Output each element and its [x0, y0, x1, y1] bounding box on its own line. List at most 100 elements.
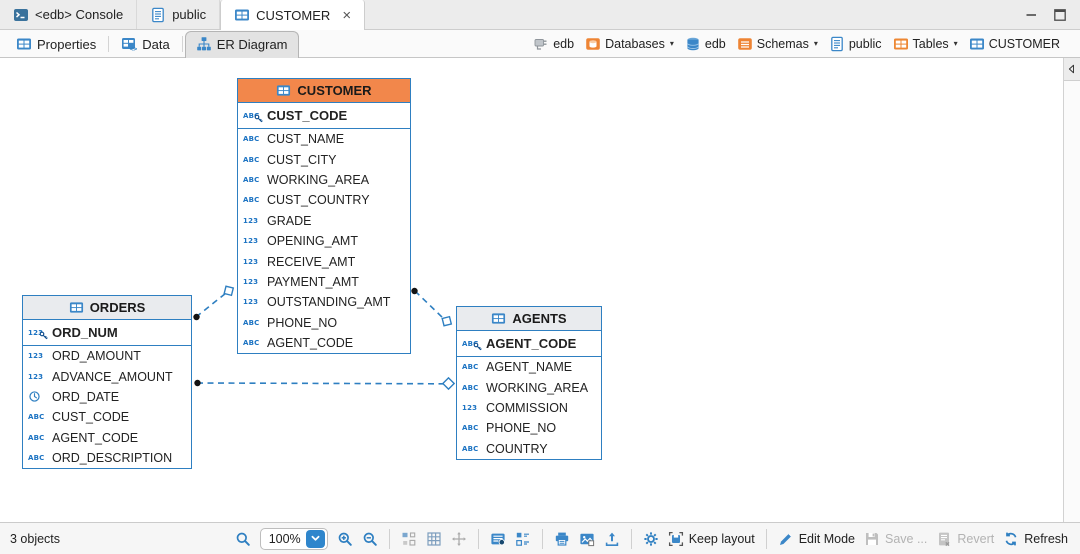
entity-header-orders[interactable]: ORDERS	[23, 296, 191, 320]
close-icon[interactable]: ×	[342, 6, 352, 24]
collapse-palette-button[interactable]	[1064, 58, 1080, 81]
column-type-text-icon: ABC	[28, 433, 45, 442]
table-blue-icon	[969, 36, 985, 52]
refresh-button[interactable]: Refresh	[1003, 531, 1068, 547]
column-type-text-icon: ABC	[243, 196, 260, 205]
zoom-in-icon[interactable]	[337, 531, 353, 547]
breadcrumb-item-edb-0[interactable]: edb	[533, 36, 574, 52]
tab-edb-console[interactable]: <edb> Console	[0, 0, 138, 29]
save-button[interactable]: Save ...	[864, 531, 927, 547]
entity-header-agents[interactable]: AGENTS	[457, 307, 601, 331]
doc-icon	[829, 36, 845, 52]
breadcrumb-item-customer-6[interactable]: CUSTOMER	[969, 36, 1060, 52]
export-image-icon[interactable]	[579, 531, 595, 547]
minimize-icon[interactable]	[1024, 7, 1040, 23]
move-diagram-icon[interactable]	[451, 531, 467, 547]
tab-data[interactable]: <>Data	[111, 32, 179, 57]
tab-public[interactable]: public	[137, 0, 221, 29]
entity-header-customer[interactable]: CUSTOMER	[238, 79, 410, 103]
relation-line	[414, 290, 445, 320]
column-name: ORD_DESCRIPTION	[52, 451, 173, 466]
column-type-number-icon: 123	[243, 237, 259, 246]
keep-layout-label: Keep layout	[688, 531, 755, 546]
column-type-number-icon: 123	[243, 298, 259, 307]
plug-icon	[533, 36, 549, 52]
diagram-toolbar: 100% Keep layout Edit Mode Save ...	[235, 527, 1070, 550]
keep-layout-button[interactable]: Keep layout	[668, 531, 755, 547]
edit-mode-label: Edit Mode	[798, 531, 855, 546]
zoom-level-select[interactable]: 100%	[259, 527, 328, 550]
column-type-number-icon: 123	[243, 257, 259, 266]
column-type-number-icon: 123	[28, 329, 48, 339]
column-type-text-icon: ABC	[243, 318, 260, 327]
primary-key-icon	[254, 114, 263, 123]
relation-orders-agents[interactable]	[194, 376, 456, 391]
search-icon[interactable]	[235, 531, 251, 547]
refresh-icon	[1003, 531, 1019, 547]
breadcrumb-label: Databases	[605, 36, 665, 51]
tab-properties[interactable]: Properties	[6, 32, 106, 57]
column-name: CUST_CODE	[267, 108, 348, 123]
revert-button[interactable]: Revert	[936, 531, 994, 547]
dropdown-caret-icon: ▾	[813, 39, 818, 48]
tab-customer[interactable]: CUSTOMER×	[220, 0, 366, 30]
column-type-number-icon: 123	[243, 277, 259, 286]
breadcrumb-item-public-4[interactable]: public	[829, 36, 882, 52]
grid-toggle-icon[interactable]	[426, 531, 442, 547]
zoom-out-icon[interactable]	[362, 531, 378, 547]
column-name: ORD_DATE	[52, 389, 120, 404]
relation-orders-customer[interactable]	[193, 285, 235, 321]
breadcrumb-item-schemas-3[interactable]: Schemas ▾	[737, 36, 818, 52]
relation-customer-agents[interactable]	[411, 287, 453, 327]
relation-endpoint-square	[223, 285, 235, 297]
settings-gear-icon[interactable]	[643, 531, 659, 547]
upload-icon[interactable]	[604, 531, 620, 547]
column-name: CUST_CITY	[267, 152, 337, 167]
edit-mode-button[interactable]: Edit Mode	[778, 531, 855, 547]
collapse-left-icon	[1066, 63, 1078, 75]
breadcrumb-item-tables-5[interactable]: Tables▾	[893, 36, 958, 52]
attribute-styles-icon[interactable]	[515, 531, 531, 547]
column-row-ord-date[interactable]: ORD_DATE	[23, 387, 191, 407]
maximize-icon[interactable]	[1052, 7, 1068, 23]
column-name: AGENT_CODE	[267, 336, 354, 351]
breadcrumb-label: Schemas	[756, 36, 809, 51]
notation-icon[interactable]	[490, 531, 506, 547]
entity-title: ORDERS	[89, 300, 146, 315]
print-icon[interactable]	[554, 531, 570, 547]
breadcrumb-item-edb-2[interactable]: edb	[685, 36, 726, 52]
breadcrumb-item-databases-1[interactable]: Databases▾	[585, 36, 674, 52]
auto-arrange-icon[interactable]	[401, 531, 417, 547]
column-type-text-icon: ABC	[462, 340, 482, 350]
tab-er-diagram[interactable]: ER Diagram	[184, 31, 299, 58]
